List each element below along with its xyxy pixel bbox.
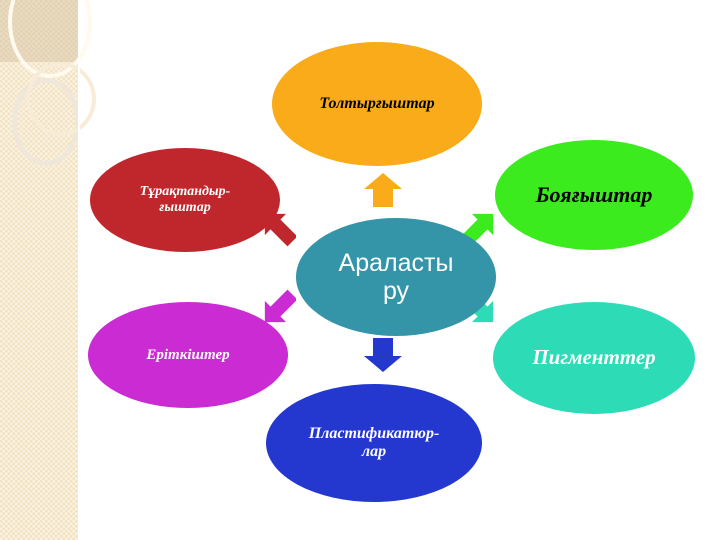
node-upper-left[interactable]: Тұрақтандыр- ғыштар (90, 148, 280, 252)
node-lower-right-label: Пигменттер (532, 345, 656, 370)
node-upper-right[interactable]: Бояғыштар (495, 140, 693, 250)
node-lower-right[interactable]: Пигменттер (493, 302, 695, 414)
node-top-label: Толтырғыштар (319, 95, 435, 113)
arrow-up-left-icon (262, 206, 296, 250)
arrow-down-icon (363, 337, 403, 373)
arrow-up-icon (363, 172, 403, 208)
node-top[interactable]: Толтырғыштар (272, 42, 482, 166)
decorative-panel-edge (78, 0, 80, 540)
node-lower-left-label: Еріткіштер (146, 346, 230, 363)
arrow-down-left-icon (262, 286, 296, 330)
node-upper-left-label: Тұрақтандыр- ғыштар (139, 184, 231, 215)
decorative-ring-icon (26, 62, 96, 136)
node-center-label: Араласты ру (338, 249, 454, 305)
node-bottom-label: Пластификатюр- лар (308, 425, 440, 460)
node-center-hub[interactable]: Араласты ру (296, 218, 496, 336)
node-lower-left[interactable]: Еріткіштер (88, 302, 288, 408)
node-upper-right-label: Бояғыштар (535, 181, 653, 207)
left-decorative-panel (0, 0, 96, 540)
node-bottom[interactable]: Пластификатюр- лар (266, 384, 482, 502)
